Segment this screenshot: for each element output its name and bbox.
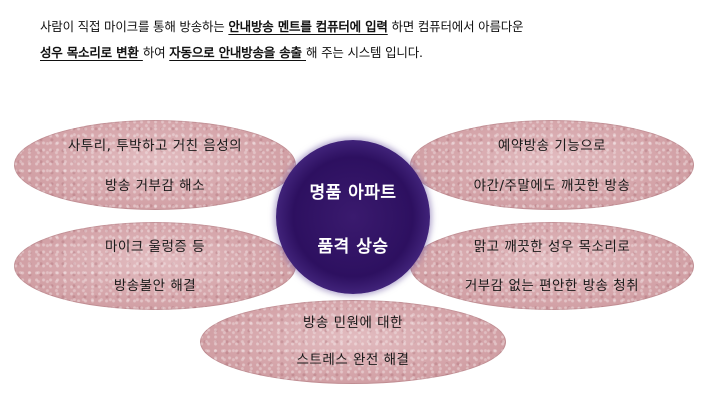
intro-highlight: 안내방송 멘트를 컴퓨터에 입력 (228, 19, 388, 34)
bubble-text-line1: 예약방송 기능으로 (497, 138, 607, 154)
center-circle: 명품 아파트 품격 상승 (276, 140, 430, 294)
bubble-text-line2: 방송불안 해결 (113, 278, 197, 294)
bubble-text-line1: 사투리, 투박하고 거친 음성의 (67, 138, 243, 154)
center-title-line1: 명품 아파트 (309, 183, 397, 203)
bubble-text-line1: 방송 민원에 대한 (302, 315, 404, 331)
intro-text: 하여 (142, 45, 170, 60)
intro-paragraph: 사람이 직접 마이크를 통해 방송하는 안내방송 멘트를 컴퓨터에 입력 하면 … (40, 14, 700, 66)
intro-line-1: 사람이 직접 마이크를 통해 방송하는 안내방송 멘트를 컴퓨터에 입력 하면 … (40, 14, 700, 40)
benefit-bubble-mid-left: 마이크 울렁증 등 방송불안 해결 (14, 222, 296, 310)
intro-line-2: 성우 목소리로 변환 하여 자동으로 안내방송을 송출 해 주는 시스템 입니다… (40, 40, 700, 66)
benefit-bubble-top-left: 사투리, 투박하고 거친 음성의 방송 거부감 해소 (14, 120, 296, 210)
intro-text: 해 주는 시스템 입니다. (306, 45, 423, 60)
intro-highlight: 성우 목소리로 변환 (40, 45, 143, 60)
bubble-text-line2: 방송 거부감 해소 (104, 178, 206, 194)
bubble-text-line2: 야간/주말에도 깨끗한 방송 (473, 178, 631, 194)
bubble-text-line2: 거부감 없는 편안한 방송 청취 (464, 278, 640, 294)
benefit-bubble-bottom: 방송 민원에 대한 스트레스 완전 해결 (200, 300, 506, 384)
intro-text: 사람이 직접 마이크를 통해 방송하는 (40, 19, 229, 34)
bubble-text-line1: 마이크 울렁증 등 (104, 239, 206, 255)
intro-text: 하면 컴퓨터에서 아름다운 (387, 19, 524, 34)
bubble-text-line1: 맑고 깨끗한 성우 목소리로 (473, 239, 631, 255)
benefit-bubble-top-right: 예약방송 기능으로 야간/주말에도 깨끗한 방송 (410, 120, 694, 210)
bubble-text-line2: 스트레스 완전 해결 (296, 352, 410, 368)
benefit-bubble-mid-right: 맑고 깨끗한 성우 목소리로 거부감 없는 편안한 방송 청취 (410, 222, 694, 310)
intro-highlight: 자동으로 안내방송을 송출 (169, 45, 306, 60)
center-title-line2: 품격 상승 (317, 237, 389, 257)
